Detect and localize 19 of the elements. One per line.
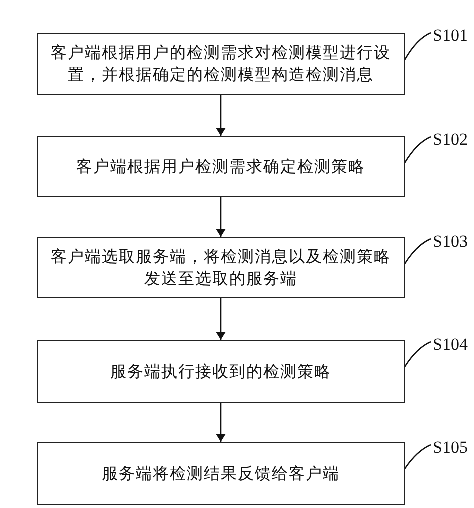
leader-line — [404, 238, 432, 264]
arrow — [216, 298, 226, 340]
process-box: 服务端将检测结果反馈给客户端 — [37, 442, 405, 505]
leader-line — [404, 32, 432, 60]
step-number: S101 — [433, 27, 473, 45]
process-box: 客户端选取服务端，将检测消息以及检测策略发送至选取的服务端 — [37, 237, 405, 298]
step-number: S102 — [433, 131, 473, 149]
process-box: 客户端根据用户检测需求确定检测策略 — [37, 136, 405, 197]
leader-line — [404, 341, 432, 368]
arrow — [216, 403, 226, 442]
leader-line — [404, 444, 432, 470]
process-box: 客户端根据用户的检测需求对检测模型进行设置，并根据确定的检测模型构造检测消息 — [37, 33, 405, 95]
process-box: 服务端执行接收到的检测策略 — [37, 340, 405, 403]
step-number: S105 — [433, 439, 473, 457]
step-number: S104 — [433, 336, 473, 354]
leader-line — [404, 136, 432, 164]
arrow — [216, 197, 226, 237]
arrow — [216, 95, 226, 136]
step-number: S103 — [433, 233, 473, 251]
